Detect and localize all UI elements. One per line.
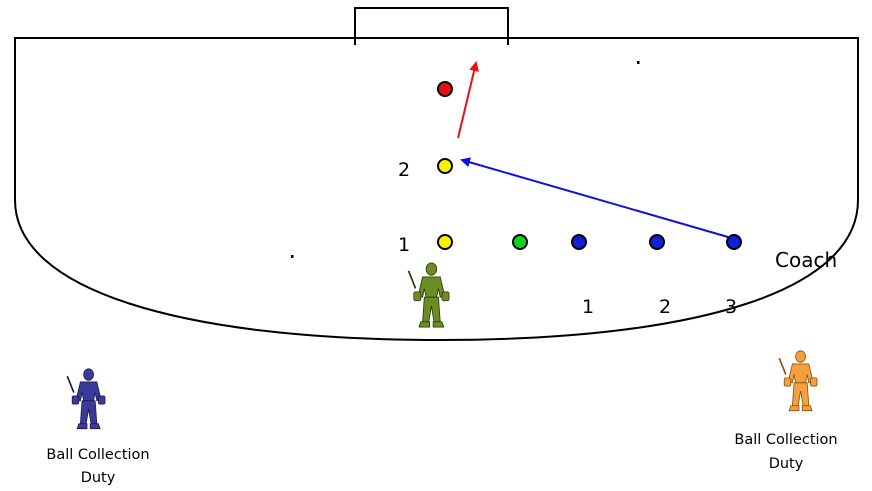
yellow-ball-row2 xyxy=(437,158,453,174)
right-duty-line2: Duty xyxy=(769,456,804,472)
goalkeeper-icon xyxy=(66,368,106,430)
goalkeeper-icon xyxy=(778,350,818,412)
label-row2: 2 xyxy=(398,159,410,181)
marker-dot xyxy=(291,255,294,258)
red-ball xyxy=(437,81,453,97)
goalkeeper-icon xyxy=(407,262,450,328)
blue-ball-1 xyxy=(571,234,587,250)
shooting-circle xyxy=(14,37,859,342)
marker-dot xyxy=(637,61,640,64)
left-duty-line2: Duty xyxy=(81,470,116,486)
right-duty-line1: Ball Collection xyxy=(734,432,837,448)
green-ball xyxy=(512,234,528,250)
blue-ball-2 xyxy=(649,234,665,250)
goal-frame xyxy=(354,7,509,45)
shot-arrow xyxy=(457,61,479,139)
left-duty-line1: Ball Collection xyxy=(46,447,149,463)
label-blue-2: 2 xyxy=(659,296,671,318)
blue-ball-3 xyxy=(726,234,742,250)
label-row1: 1 xyxy=(398,234,410,256)
pass-arrow xyxy=(460,157,729,238)
yellow-ball-row1 xyxy=(437,234,453,250)
coach-label: Coach xyxy=(775,248,837,272)
label-blue-1: 1 xyxy=(582,296,594,318)
label-blue-3: 3 xyxy=(725,296,737,318)
